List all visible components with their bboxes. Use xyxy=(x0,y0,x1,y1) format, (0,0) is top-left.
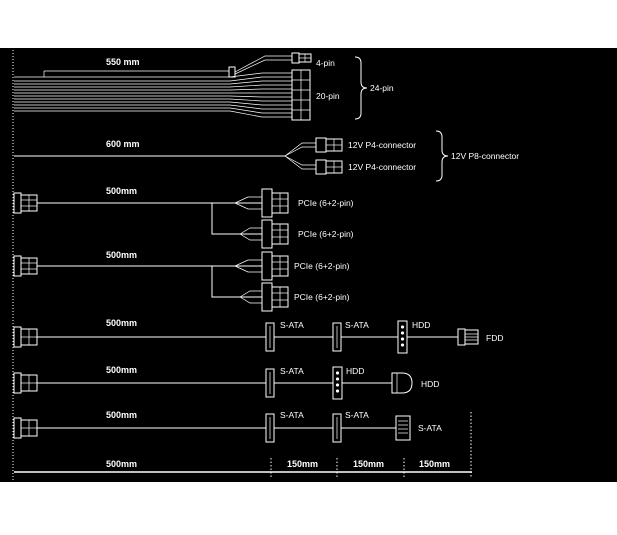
pcie2-cable-group: 500mm PCIe (6+2-pin) PCIe (6+2-pin) xyxy=(13,250,350,312)
pcie2-branch-wire xyxy=(211,266,262,298)
pcie1-top-housing xyxy=(261,188,273,218)
scale-seg1-label: 500mm xyxy=(106,459,137,469)
atx-20pin-label: 20-pin xyxy=(316,91,340,101)
peripheral3-sata3-connector xyxy=(395,415,411,441)
eps-p4-bottom-label: 12V P4-connector xyxy=(348,162,416,172)
pcie1-cable-group: 500mm PCIe (6+2-pin) PCIe (6+2-pin) xyxy=(13,186,354,249)
eps-wire-bottom xyxy=(284,155,316,166)
peripheral2-hdd1-connector xyxy=(332,366,343,400)
pcie1-length-label: 500mm xyxy=(106,186,137,196)
scale-seg4-label: 150mm xyxy=(419,459,450,469)
eps-p8-label: 12V P8-connector xyxy=(451,151,519,161)
peripheral2-length-label: 500mm xyxy=(106,365,137,375)
eps-p4-top-housing xyxy=(315,137,327,153)
atx-wire-bundle xyxy=(14,70,230,112)
peripheral1-cable-group: 500mm S-ATA S-ATA HDD FDD xyxy=(13,318,503,354)
peripheral1-psu-housing xyxy=(13,326,22,348)
atx-length-label: 550 mm xyxy=(106,57,140,67)
scale-seg3-label: 150mm xyxy=(353,459,384,469)
pcie1-top-label: PCIe (6+2-pin) xyxy=(298,198,354,208)
peripheral3-cable-group: 500mm S-ATA S-ATA S-ATA xyxy=(13,410,442,443)
peripheral1-fdd-label: FDD xyxy=(486,333,503,343)
scale-seg2-label: 150mm xyxy=(287,459,318,469)
pcie1-bottom-label: PCIe (6+2-pin) xyxy=(298,229,354,239)
atx-split-sleeve xyxy=(228,66,236,78)
length-scale: 500mm 150mm 150mm 150mm xyxy=(14,412,472,478)
eps-p8-brace xyxy=(435,130,449,182)
peripheral1-hdd-connector xyxy=(397,320,408,354)
atx-cable-group: 550 mm 4-pin 20-pin 24-pin xyxy=(14,52,394,121)
peripheral3-sata1-label: S-ATA xyxy=(280,410,304,420)
peripheral2-psu-housing xyxy=(13,372,22,394)
eps-wire-top xyxy=(284,142,316,157)
pcie2-bottom-housing xyxy=(261,282,273,312)
pcie2-length-label: 500mm xyxy=(106,250,137,260)
pcie2-bottom-label: PCIe (6+2-pin) xyxy=(294,292,350,302)
peripheral2-sata-label: S-ATA xyxy=(280,366,304,376)
atx-24pin-label: 24-pin xyxy=(370,83,394,93)
peripheral2-hdd2-connector xyxy=(391,372,413,394)
peripheral2-hdd2-label: HDD xyxy=(421,379,439,389)
peripheral1-sata2-label: S-ATA xyxy=(345,320,369,330)
pcie2-top-housing xyxy=(261,251,273,281)
eps-p4-top-label: 12V P4-connector xyxy=(348,140,416,150)
peripheral1-length-label: 500mm xyxy=(106,318,137,328)
pcie2-psu-housing xyxy=(13,255,22,277)
eps-cable-group: 600 mm 12V P4-connector 12V P4-connector… xyxy=(14,130,519,182)
peripheral3-psu-housing xyxy=(13,417,22,439)
eps-length-label: 600 mm xyxy=(106,139,140,149)
pcie1-bottom-housing xyxy=(261,219,273,249)
peripheral3-sata2-label: S-ATA xyxy=(345,410,369,420)
pcie2-top-label: PCIe (6+2-pin) xyxy=(294,261,350,271)
peripheral3-length-label: 500mm xyxy=(106,410,137,420)
peripheral1-fdd-housing xyxy=(457,328,466,346)
eps-p4-bottom-housing xyxy=(315,159,327,175)
peripheral1-hdd-label: HDD xyxy=(412,320,430,330)
atx-24pin-brace xyxy=(354,56,368,120)
peripheral2-cable-group: 500mm S-ATA HDD HDD xyxy=(13,365,439,400)
atx-4pin-wire-b xyxy=(234,59,292,75)
peripheral3-sata3-label: S-ATA xyxy=(418,423,442,433)
pcie1-psu-housing xyxy=(13,192,22,214)
atx-4pin-housing xyxy=(291,52,300,64)
atx-4pin-label: 4-pin xyxy=(316,58,335,68)
atx-4pin-wire-a xyxy=(234,55,292,73)
peripheral1-sata1-label: S-ATA xyxy=(280,320,304,330)
pcie1-branch-wire xyxy=(211,203,262,235)
atx-20pin-wires xyxy=(229,72,292,118)
peripheral2-hdd1-label: HDD xyxy=(346,366,364,376)
